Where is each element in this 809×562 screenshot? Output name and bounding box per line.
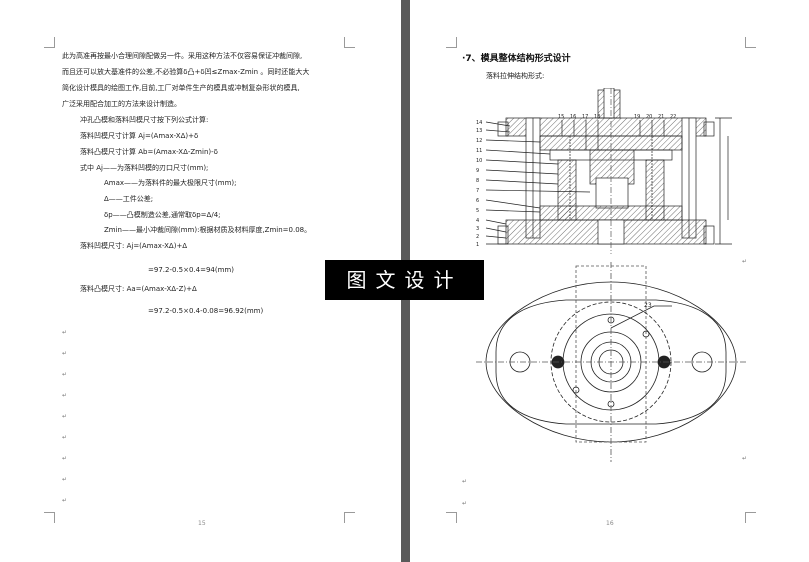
callout-label: 20 — [646, 114, 652, 120]
body-line: 而且还可以放大基准件的公差,不必验算δ凸+δ凹≤Zmax-Zmin 。同时还能大… — [62, 68, 310, 76]
punch-size-value: =97.2-0.5×0.4-0.08=96.92(mm) — [148, 307, 264, 315]
punch-size-label: 落料凸模尺寸: Aa=(Amax-XΔ-Z)+Δ — [80, 285, 197, 293]
paragraph-mark: ↵ — [62, 476, 68, 483]
paragraph-mark: ↵ — [62, 392, 68, 399]
callout-label: 19 — [634, 114, 640, 120]
callout-label: 21 — [658, 114, 664, 120]
callout-label: 3 — [476, 226, 479, 232]
crop-mark — [745, 512, 756, 523]
callout-label: 11 — [476, 148, 482, 154]
paragraph-mark: ↵ — [62, 434, 68, 441]
die-size-value: =97.2-0.5×0.4=94(mm) — [148, 266, 234, 274]
paragraph-mark: ↵ — [742, 258, 748, 265]
callout-label: 17 — [582, 114, 588, 120]
watermark-banner: 图文设计 — [325, 260, 484, 300]
crop-mark — [446, 37, 457, 48]
paragraph-mark: ↵ — [742, 455, 748, 462]
paragraph-mark: ↵ — [62, 329, 68, 336]
where-line: Zmin——最小冲裁间隙(mm):根据材质及材料厚度,Zmin=0.08。 — [104, 226, 312, 234]
callout-label: 1 — [476, 242, 479, 248]
callout-label: 15 — [558, 114, 564, 120]
section-subheading: 落料拉伸结构形式: — [486, 72, 545, 80]
crop-mark — [446, 512, 457, 523]
page-number: 16 — [606, 520, 614, 527]
crop-mark — [344, 512, 355, 523]
where-line: 式中 Aj——为落料凹模的刃口尺寸(mm); — [80, 164, 209, 172]
paragraph-mark: ↵ — [62, 413, 68, 420]
callout-label: 22 — [670, 114, 676, 120]
callout-label: 4 — [476, 218, 479, 224]
callout-label: 5 — [476, 208, 479, 214]
formula-punch: 落料凸模尺寸计算 Ab=(Amax-XΔ-Zmin)-δ — [80, 148, 218, 156]
where-line: Amax——为落料件的最大极限尺寸(mm); — [104, 179, 237, 187]
crop-mark — [44, 512, 55, 523]
paragraph-mark: ↵ — [62, 455, 68, 462]
die-assembly-plan-drawing: 23 — [476, 262, 746, 462]
callout-label: 12 — [476, 138, 482, 144]
where-line: Δ——工件公差; — [104, 195, 154, 203]
callout-label: 23 — [644, 302, 652, 309]
callout-label: 7 — [476, 188, 479, 194]
die-size-label: 落料凹模尺寸: Aj=(Amax-XΔ)+Δ — [80, 242, 188, 250]
section-heading: ·7、模具整体结构形式设计 — [462, 54, 571, 64]
body-line: 广泛采用配合加工的方法来设计制造。 — [62, 100, 181, 108]
crop-mark — [44, 37, 55, 48]
body-line: 此为高准再按最小合理间隙配做另一件。采用这种方法不仅容易保证冲裁间隙, — [62, 52, 303, 60]
callout-label: 8 — [476, 178, 479, 184]
paragraph-mark: ↵ — [62, 497, 68, 504]
page-number: 15 — [198, 520, 206, 527]
callout-label: 13 — [476, 128, 482, 134]
die-assembly-section-drawing: 15 16 17 18 19 20 21 22 14 13 12 11 10 9… — [476, 88, 732, 254]
callout-label: 14 — [476, 120, 482, 126]
crop-mark — [344, 37, 355, 48]
paragraph-mark: ↵ — [462, 478, 468, 485]
paragraph-mark: ↵ — [462, 500, 468, 507]
callout-label: 18 — [594, 114, 600, 120]
paragraph-mark: ↵ — [62, 371, 68, 378]
callout-label: 6 — [476, 198, 479, 204]
formula-intro: 冲孔凸模和落料凹模尺寸按下列公式计算: — [80, 116, 209, 124]
crop-mark — [745, 37, 756, 48]
paragraph-mark: ↵ — [62, 350, 68, 357]
formula-die: 落料凹模尺寸计算 Aj=(Amax-XΔ)+δ — [80, 132, 199, 140]
callout-label: 16 — [570, 114, 576, 120]
callout-label: 2 — [476, 234, 479, 240]
callout-label: 9 — [476, 168, 479, 174]
callout-label: 10 — [476, 158, 482, 164]
where-line: δp——凸模制造公差,通常取δp=Δ/4; — [104, 211, 221, 219]
body-line: 简化设计模具的绘图工作,目前,工厂对单件生产的模具或冲制复杂形状的模具, — [62, 84, 300, 92]
